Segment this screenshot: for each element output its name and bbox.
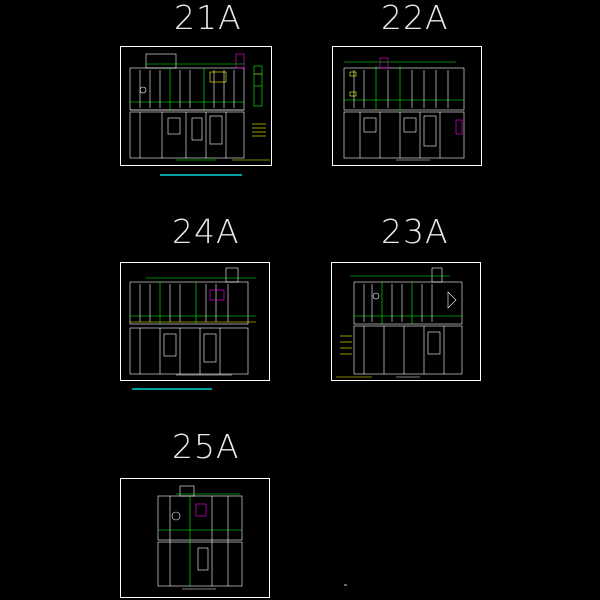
schematic-21a <box>129 53 270 176</box>
drawing-sheet-22a[interactable] <box>332 46 482 166</box>
sheet-label-23a: 23A <box>381 212 449 251</box>
schematic-25a <box>157 485 243 590</box>
drawing-sheet-21a[interactable] <box>120 46 272 166</box>
sheet-label-22a: 22A <box>381 0 449 37</box>
schematic-24a <box>129 267 256 390</box>
sheet-label-21a: 21A <box>174 0 242 37</box>
schematic-23a <box>336 267 463 378</box>
schematic-22a <box>343 57 465 161</box>
sheet-label-24a: 24A <box>172 212 240 251</box>
drawing-sheet-24a[interactable] <box>120 262 270 381</box>
sheet-label-25a: 25A <box>172 427 240 466</box>
drawing-sheet-23a[interactable] <box>331 262 481 381</box>
drawing-sheet-25a[interactable] <box>120 478 270 598</box>
